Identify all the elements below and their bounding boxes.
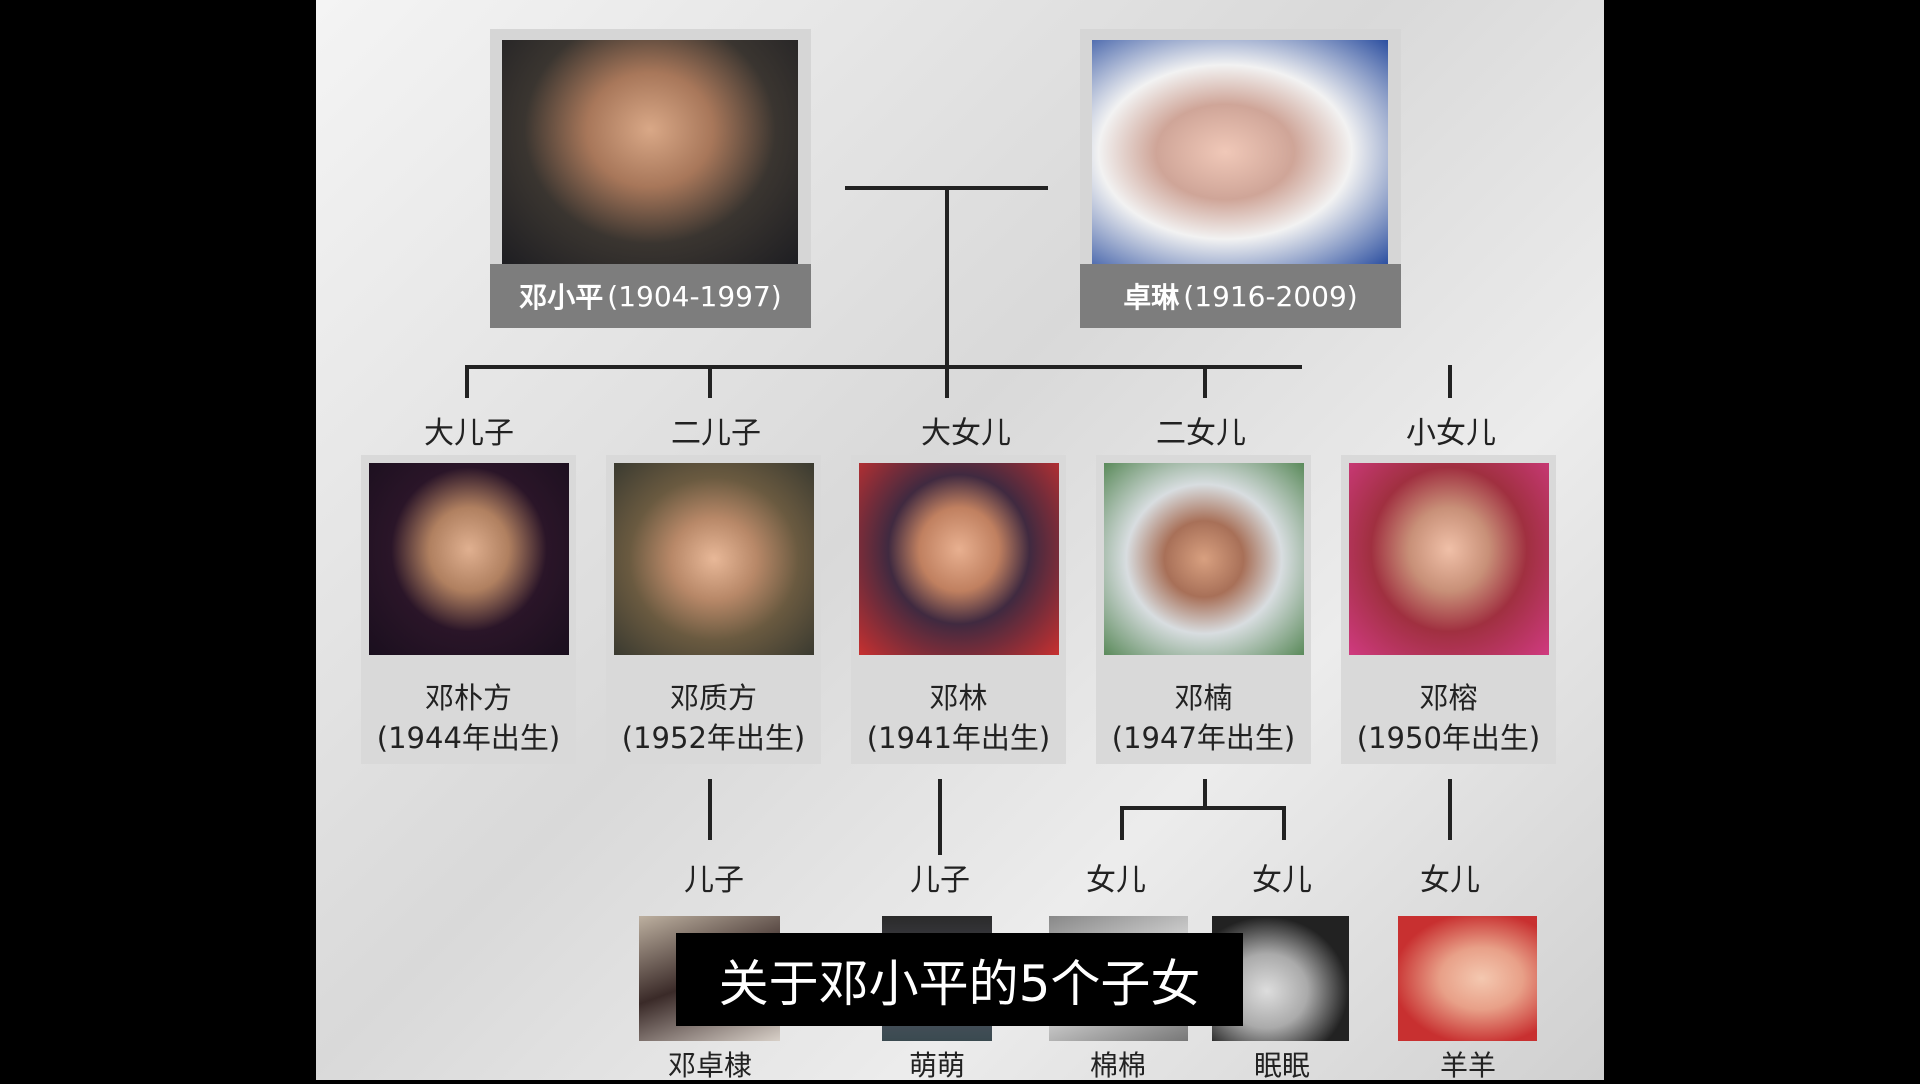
connector-line	[945, 186, 949, 369]
child-birth-year: (1947年出生)	[1111, 721, 1296, 755]
parent-name: 邓小平	[519, 281, 604, 314]
grandchild-name: 邓卓棣	[667, 1049, 752, 1082]
parent-card: 邓小平(1904-1997)	[490, 29, 811, 328]
child-card: 邓朴方 (1944年出生)	[361, 455, 576, 764]
connector-line	[1203, 365, 1207, 398]
relation-label: 大儿子	[424, 416, 514, 451]
portrait-photo	[859, 463, 1059, 655]
connector-line	[708, 365, 712, 398]
connector-line	[1448, 365, 1452, 398]
parent-card: 卓琳(1916-2009)	[1080, 29, 1401, 328]
portrait-photo	[614, 463, 814, 655]
portrait-photo	[1349, 463, 1549, 655]
connector-line	[708, 779, 712, 840]
portrait-photo	[369, 463, 569, 655]
video-subtitle: 关于邓小平的5个子女	[676, 933, 1243, 1026]
child-name: 邓林	[929, 681, 988, 715]
child-name: 邓楠	[1174, 681, 1233, 715]
portrait-photo	[1104, 463, 1304, 655]
portrait-photo	[1092, 40, 1388, 264]
connector-line	[1120, 806, 1124, 840]
child-name: 邓榕	[1419, 681, 1478, 715]
connector-line	[938, 779, 942, 855]
relation-label: 小女儿	[1406, 416, 1496, 451]
grandchild-name: 萌萌	[908, 1049, 965, 1082]
portrait-photo	[1398, 916, 1537, 1041]
child-birth-year: (1944年出生)	[376, 721, 561, 755]
relation-label: 大女儿	[921, 416, 1011, 451]
child-birth-year: (1941年出生)	[866, 721, 1051, 755]
portrait-photo	[502, 40, 798, 264]
connector-line	[465, 365, 1302, 369]
relation-label: 儿子	[910, 863, 970, 898]
relation-label: 女儿	[1252, 863, 1312, 898]
connector-line	[1203, 779, 1207, 809]
child-birth-year: (1952年出生)	[621, 721, 806, 755]
connector-line	[465, 365, 469, 398]
child-card: 邓楠 (1947年出生)	[1096, 455, 1311, 764]
relation-label: 二儿子	[671, 416, 761, 451]
child-card: 邓质方 (1952年出生)	[606, 455, 821, 764]
parent-years: (1916-2009)	[1183, 279, 1358, 313]
connector-line	[1120, 806, 1286, 810]
relation-label: 女儿	[1086, 863, 1146, 898]
grandchild-name: 羊羊	[1439, 1049, 1496, 1082]
grandchild-name: 棉棉	[1089, 1049, 1146, 1082]
child-card: 邓榕 (1950年出生)	[1341, 455, 1556, 764]
parent-years: (1904-1997)	[607, 279, 782, 313]
family-tree-chart: 邓小平(1904-1997) 卓琳(1916-2009) 大儿子 二儿子 大女儿…	[316, 0, 1604, 1082]
relation-label: 二女儿	[1156, 416, 1246, 451]
relation-label: 儿子	[684, 863, 744, 898]
parent-name: 卓琳	[1123, 281, 1180, 314]
child-card: 邓林 (1941年出生)	[851, 455, 1066, 764]
relation-label: 女儿	[1420, 863, 1480, 898]
connector-line	[945, 365, 949, 398]
connector-line	[1282, 806, 1286, 840]
child-birth-year: (1950年出生)	[1356, 721, 1541, 755]
child-name: 邓朴方	[424, 681, 512, 715]
child-name: 邓质方	[669, 681, 757, 715]
grandchild-name: 眠眠	[1253, 1049, 1310, 1082]
connector-line	[1448, 779, 1452, 840]
